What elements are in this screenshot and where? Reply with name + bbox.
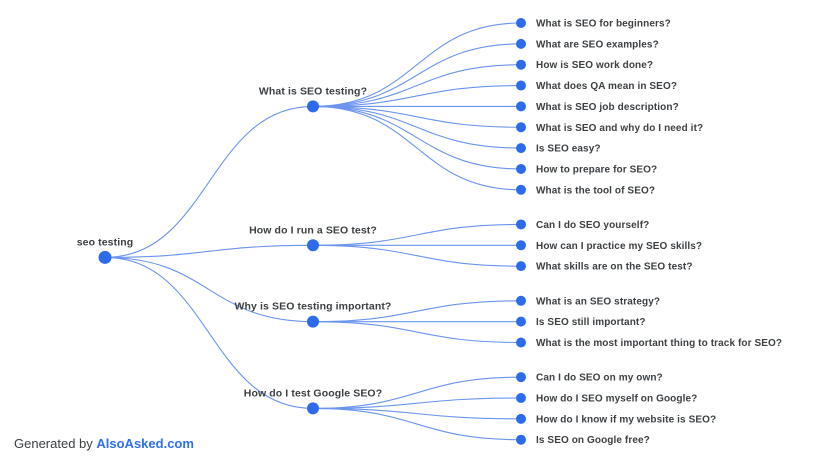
leaf-node[interactable] [516,261,526,272]
link-branch-to-leaf [312,397,522,409]
footer-generated-by-text: Generated by [14,436,97,451]
root-node[interactable] [98,250,112,264]
leaf-node[interactable] [516,434,526,445]
link-branch-to-leaf [312,105,522,191]
alsoasked-brand-link[interactable]: AlsoAsked.com [96,436,194,451]
link-branch-to-leaf [312,244,522,267]
leaf-question-label[interactable]: What is SEO and why do I need it? [536,123,703,134]
link-root-to-branch [104,244,314,258]
root-label: seo testing [77,236,134,248]
leaf-question-label[interactable]: What are SEO examples? [536,39,659,50]
leaf-question-label[interactable]: Can I do SEO on my own? [536,373,663,384]
leaf-question-label[interactable]: How can I practice my SEO skills? [536,241,702,252]
link-root-to-branch [104,256,314,323]
link-branch-to-leaf [312,22,522,107]
link-branch-to-leaf [312,64,522,107]
leaf-node[interactable] [516,337,526,348]
link-root-to-branch [104,256,314,409]
leaf-question-label[interactable]: How to prepare for SEO? [536,164,657,175]
link-branch-to-leaf [312,105,522,149]
link-branch-to-leaf [312,43,522,107]
leaf-node[interactable] [516,38,526,49]
leaf-node[interactable] [516,122,526,133]
leaf-node[interactable] [516,219,526,230]
leaf-node[interactable] [516,316,526,327]
leaf-node[interactable] [516,413,526,424]
link-branch-to-leaf [312,407,522,441]
leaf-node[interactable] [516,80,526,91]
leaf-node[interactable] [516,163,526,174]
branch-question-label[interactable]: What is SEO testing? [259,85,367,97]
branch-question-label[interactable]: Why is SEO testing important? [235,301,392,313]
link-branch-to-leaf [312,376,522,409]
link-branch-to-leaf [312,223,522,246]
leaf-node[interactable] [516,101,526,112]
leaf-question-label[interactable]: Is SEO still important? [536,317,646,328]
branch-node[interactable] [307,239,319,252]
link-root-to-branch [104,105,314,258]
leaf-node[interactable] [516,143,526,154]
branch-node[interactable] [307,315,319,328]
leaf-question-label[interactable]: What is the most important thing to trac… [536,338,782,349]
leaf-node[interactable] [516,240,526,251]
leaf-node[interactable] [516,184,526,195]
leaf-question-label[interactable]: Can I do SEO yourself? [536,220,649,231]
link-branch-to-leaf [312,407,522,420]
leaf-question-label[interactable]: What is SEO for beginners? [536,19,671,30]
link-branch-to-leaf [312,105,522,170]
branch-node[interactable] [307,402,319,415]
leaf-node[interactable] [516,372,526,383]
link-branch-to-leaf [312,105,522,128]
footer: Generated by AlsoAsked.com [14,436,194,452]
link-branch-to-leaf [312,300,522,323]
leaf-node[interactable] [516,295,526,306]
leaf-question-label[interactable]: How do I SEO myself on Google? [536,394,697,405]
link-branch-to-leaf [312,321,522,344]
leaf-question-label[interactable]: Is SEO on Google free? [536,435,650,446]
leaf-question-label[interactable]: What is the tool of SEO? [536,185,655,196]
branch-node[interactable] [307,100,319,113]
leaf-node[interactable] [516,59,526,70]
leaf-question-label[interactable]: Is SEO easy? [536,144,601,155]
leaf-node[interactable] [516,18,526,28]
leaf-node[interactable] [516,393,526,403]
leaf-question-label[interactable]: What skills are on the SEO test? [536,262,693,273]
leaf-question-label[interactable]: What is SEO job description? [536,102,679,113]
leaf-question-label[interactable]: How is SEO work done? [536,60,653,71]
link-branch-to-leaf [312,85,522,107]
leaf-question-label[interactable]: What does QA mean in SEO? [536,81,677,92]
branch-question-label[interactable]: How do I run a SEO test? [249,224,377,236]
leaf-question-label[interactable]: How do I know if my website is SEO? [536,414,716,425]
leaf-question-label[interactable]: What is an SEO strategy? [536,296,660,307]
branch-question-label[interactable]: How do I test Google SEO? [244,387,382,399]
